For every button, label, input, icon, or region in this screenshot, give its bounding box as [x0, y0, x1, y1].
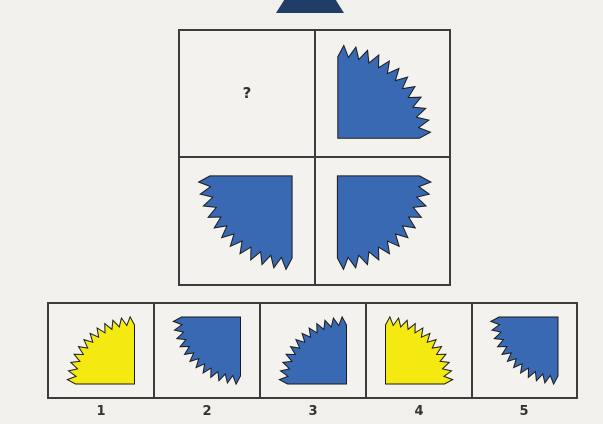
- grid-cell-top-right: [314, 29, 451, 158]
- question-mark: ?: [180, 84, 314, 102]
- blue-serrated-quarter-shape: [316, 158, 449, 284]
- yellow-serrated-quarter-shape: [367, 304, 471, 397]
- blue-quarter-path: [491, 317, 558, 384]
- answer-option-5[interactable]: [471, 302, 578, 399]
- blue-serrated-quarter-shape: [316, 31, 449, 156]
- answer-option-2[interactable]: [153, 302, 261, 399]
- top-marker: [276, 0, 344, 13]
- option-label-5: 5: [504, 404, 544, 419]
- option-label-4: 4: [399, 404, 439, 419]
- option-label-2: 2: [187, 404, 227, 419]
- blue-serrated-quarter-shape: [155, 304, 259, 397]
- yellow-serrated-quarter-shape: [49, 304, 153, 397]
- blue-serrated-quarter-shape: [180, 158, 314, 284]
- answer-option-4[interactable]: [365, 302, 473, 399]
- blue-quarter-path: [337, 176, 431, 270]
- blue-quarter-path: [279, 317, 346, 384]
- grid-cell-bottom-right: [314, 156, 451, 286]
- yellow-quarter-path: [67, 317, 134, 384]
- option-label-3: 3: [293, 404, 333, 419]
- grid-cell-bottom-left: [178, 156, 316, 286]
- option-label-1: 1: [81, 404, 121, 419]
- yellow-quarter-path: [386, 317, 453, 384]
- blue-quarter-path: [173, 317, 240, 384]
- blue-serrated-quarter-shape: [261, 304, 365, 397]
- answer-option-1[interactable]: [47, 302, 155, 399]
- blue-serrated-quarter-shape: [473, 304, 576, 397]
- grid-cell-question: ?: [178, 29, 316, 158]
- answer-option-3[interactable]: [259, 302, 367, 399]
- blue-quarter-path: [338, 46, 431, 139]
- blue-quarter-path: [199, 176, 293, 270]
